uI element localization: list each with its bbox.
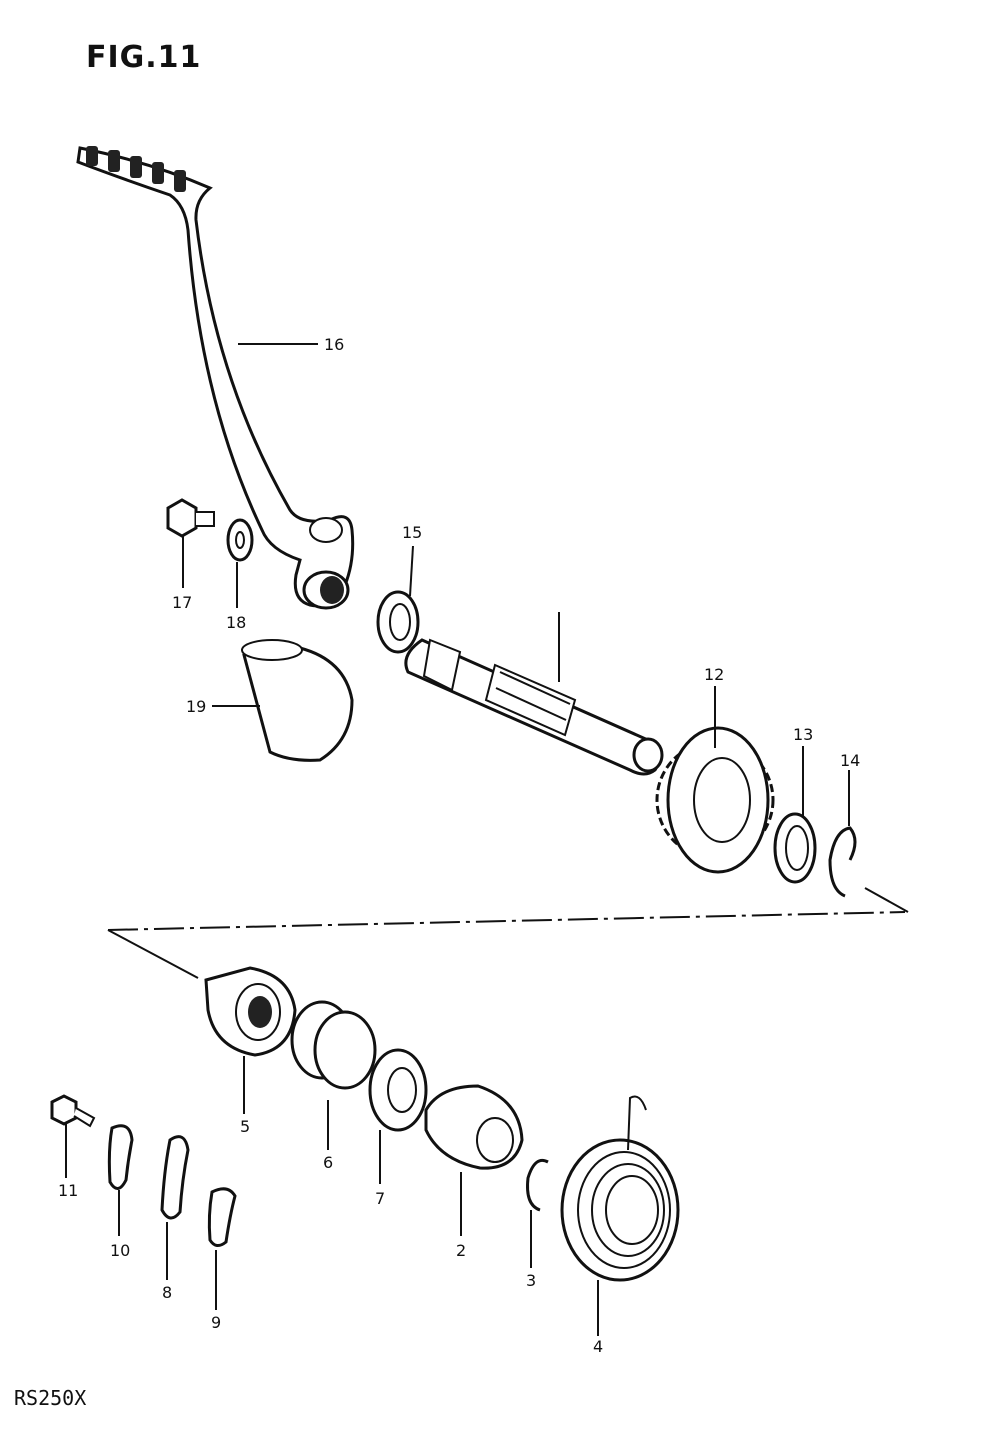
leader-lines [65, 343, 850, 1336]
washer-part-18 [226, 518, 254, 562]
washer-part-13 [773, 812, 817, 884]
callout-6: 6 [323, 1153, 333, 1172]
callout-numbers: 16 15 12 13 14 17 18 19 5 6 7 2 3 4 11 1… [58, 335, 860, 1356]
callout-14: 14 [840, 751, 860, 770]
kick-gear-part-12 [655, 726, 775, 874]
kick-starter-shaft-part [404, 638, 664, 776]
callout-3: 3 [526, 1271, 536, 1290]
callout-12: 12 [704, 665, 724, 684]
return-spring-part-4 [560, 1095, 680, 1282]
callout-17: 17 [172, 593, 192, 612]
callout-5: 5 [240, 1117, 250, 1136]
spring-part-6 [290, 1000, 377, 1090]
callout-8: 8 [162, 1283, 172, 1302]
callout-4: 4 [593, 1337, 603, 1356]
model-code: RS250X [14, 1386, 87, 1410]
callout-10: 10 [110, 1241, 130, 1260]
callout-19: 19 [186, 697, 206, 716]
callout-13: 13 [793, 725, 813, 744]
circlip-part-3 [526, 1158, 549, 1212]
guide-part-2 [424, 1084, 524, 1170]
figure-title: FIG.11 [86, 40, 202, 75]
bolt-part-11 [50, 1094, 96, 1128]
assembly-separator-line [107, 887, 909, 979]
bolt-part-17 [166, 498, 215, 538]
boot-cover-part-19 [241, 639, 354, 762]
callout-16: 16 [324, 335, 344, 354]
oil-seal-part-15 [376, 590, 420, 654]
ratchet-part-5 [204, 966, 297, 1057]
callout-18: 18 [226, 613, 246, 632]
plate-part-10 [107, 1124, 134, 1190]
callout-15: 15 [402, 523, 422, 542]
circlip-part-14 [828, 826, 857, 898]
callout-9: 9 [211, 1313, 221, 1332]
callout-2: 2 [456, 1241, 466, 1260]
plate-part-9 [207, 1187, 237, 1247]
callout-7: 7 [375, 1189, 385, 1208]
callout-11: 11 [58, 1181, 78, 1200]
kick-lever-part [76, 146, 355, 610]
plate-part-8 [160, 1135, 190, 1220]
washer-part-7 [368, 1048, 428, 1132]
